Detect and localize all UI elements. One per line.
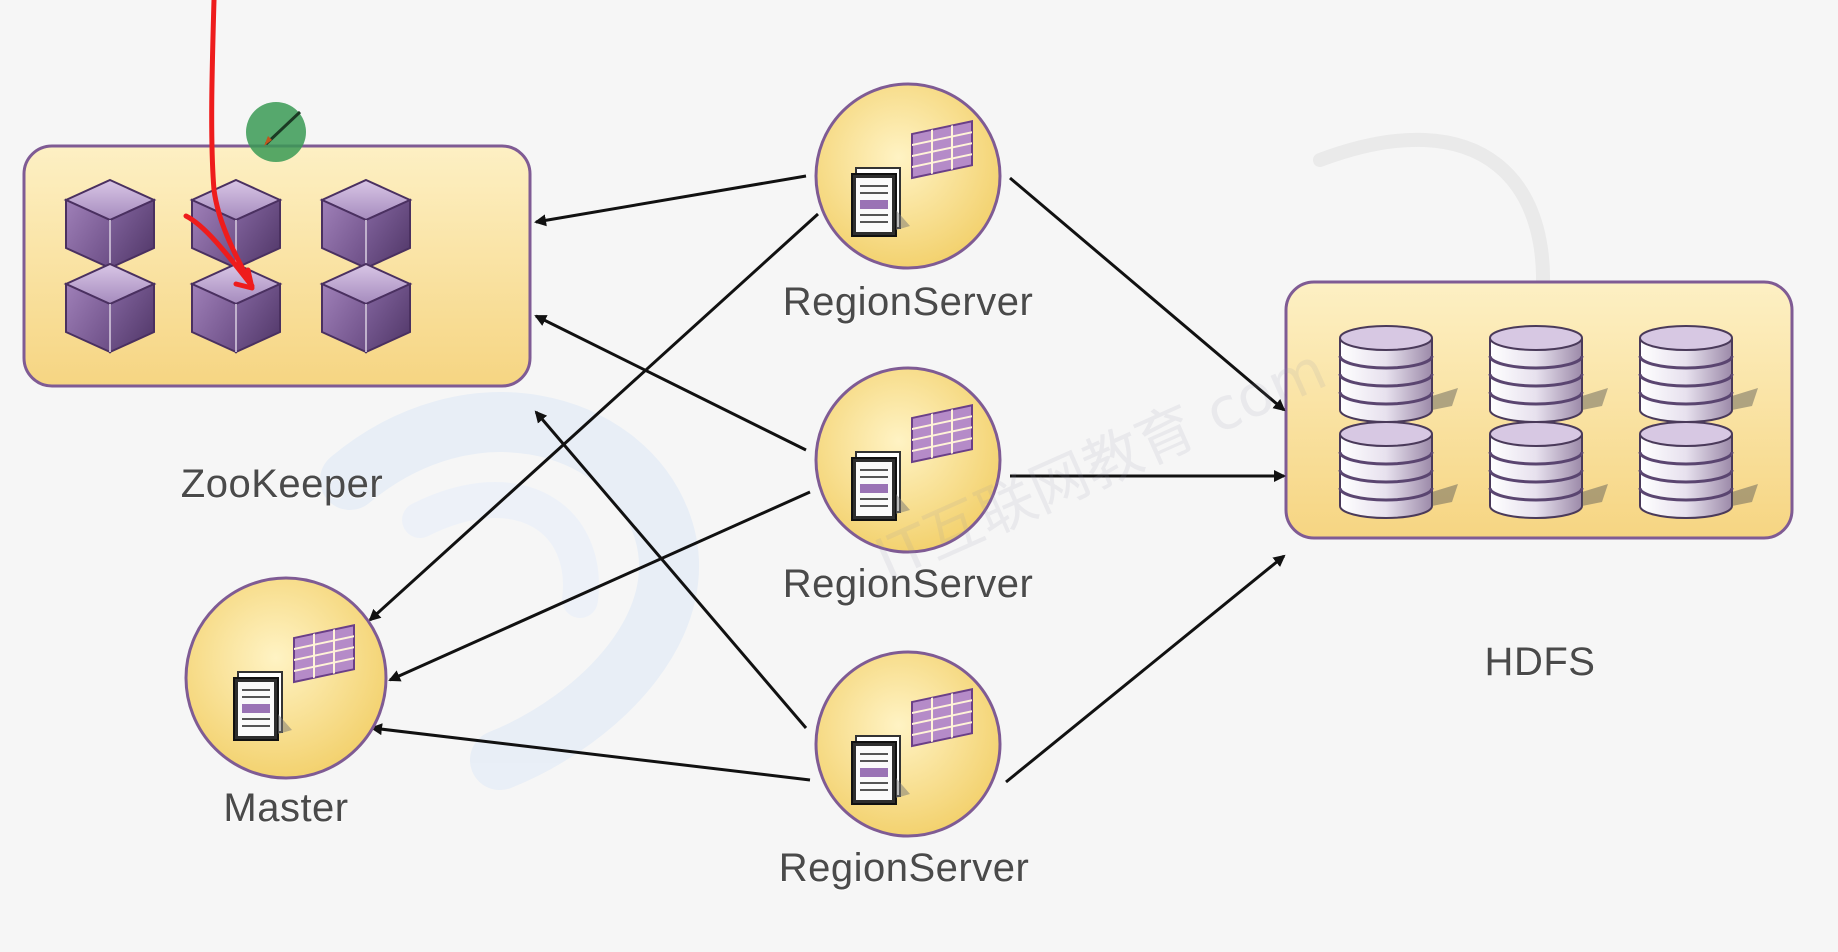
cube-icon xyxy=(191,263,281,353)
cube-icon xyxy=(65,263,155,353)
red-pen-annotation xyxy=(183,0,255,291)
region-server-label-2: RegionServer xyxy=(782,562,1034,606)
region-server-node-1 xyxy=(814,82,1002,270)
region-server-label-1: RegionServer xyxy=(782,280,1034,324)
arrow-rs1-hdfs xyxy=(1009,176,1286,412)
cube-icon xyxy=(321,179,411,269)
arrow-rs3-zookeeper xyxy=(534,410,808,729)
connection-arrows xyxy=(368,174,1286,784)
arrow-rs2-zookeeper xyxy=(534,314,807,452)
master-label: Master xyxy=(223,786,349,830)
pen-cursor-icon xyxy=(246,102,306,162)
arrow-rs3-master xyxy=(370,723,811,782)
arrow-rs2-master xyxy=(388,490,811,682)
cube-icon xyxy=(321,263,411,353)
region-server-node-3 xyxy=(814,650,1002,838)
region-server-label-3: RegionServer xyxy=(778,846,1030,890)
hdfs-box xyxy=(1284,280,1794,540)
region-server-node-2 xyxy=(814,366,1002,554)
watermark-logo xyxy=(320,132,1551,790)
arrow-rs3-hdfs xyxy=(1005,554,1286,784)
arrow-rs1-master xyxy=(368,212,820,622)
zookeeper-box xyxy=(22,144,532,388)
arrow-rs1-zookeeper xyxy=(534,174,807,227)
master-node xyxy=(184,576,388,780)
cube-icon xyxy=(65,179,155,269)
hdfs-label: HDFS xyxy=(1484,640,1596,684)
zookeeper-label: ZooKeeper xyxy=(180,462,384,506)
